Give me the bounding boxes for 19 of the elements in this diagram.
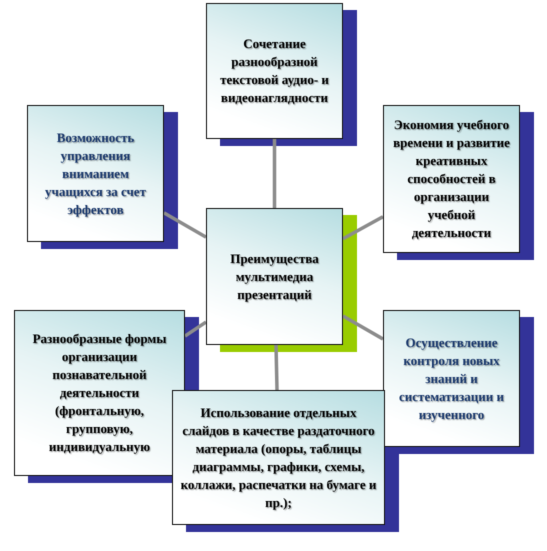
text-box	[27, 105, 164, 242]
connector-line	[342, 215, 384, 240]
connector-line	[272, 139, 276, 208]
text-box	[172, 390, 385, 525]
connector-line	[163, 211, 207, 239]
box-text: Разнообразные формы организации познавательной деятельности (фронтальную, групповую, индивидуальную	[32, 330, 168, 456]
box-text: Преимущества мультимедиа презентаций	[229, 250, 320, 304]
text-box	[383, 105, 520, 253]
box-text: Использование отдельных слайдов в качестве раздаточного материала (опоры, таблицы диаграммы, графики, схемы, коллажи, распечатки на бумаге и пр.);	[180, 404, 378, 512]
connector-line	[184, 320, 207, 338]
box-text: Возможность управления вниманием учащихся за счет эффектов	[44, 128, 147, 218]
box-text: Экономия учебного времени и развитие креативных способностей в организации учебной деятельности	[392, 116, 511, 242]
connector-line	[342, 314, 384, 341]
text-box	[206, 3, 343, 139]
text-box	[383, 310, 520, 447]
text-box	[206, 208, 343, 345]
connector-line	[274, 344, 279, 390]
box-text: Осуществление контроля новых знаний и систематизации и изученного	[398, 334, 505, 424]
box-text: Сочетание разнообразной текстовой аудио- и видеонаглядности	[219, 35, 330, 107]
